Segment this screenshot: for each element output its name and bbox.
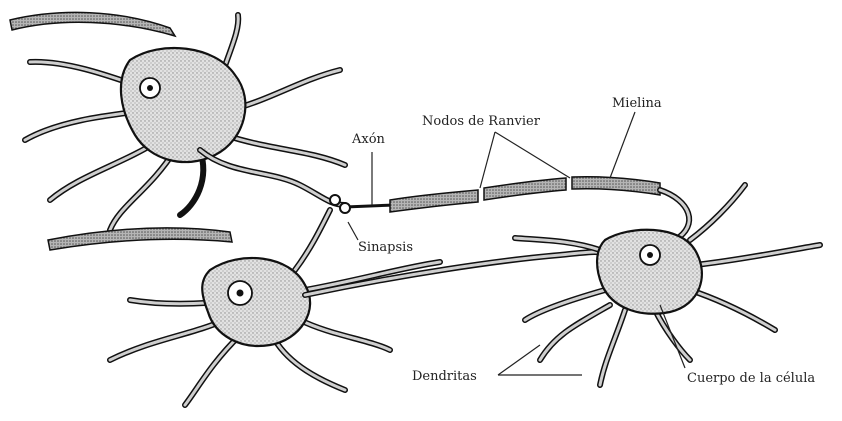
- label-ranvier-nodes: Nodos de Ranvier: [422, 114, 541, 129]
- leader-synapse: [348, 222, 358, 240]
- cell-body-bottom-left: [202, 258, 310, 346]
- cell-body-right: [597, 230, 702, 314]
- leader-ranvier-1: [480, 132, 495, 188]
- cell-body-top-left: [121, 48, 245, 162]
- label-dendrites: Dendritas: [412, 369, 477, 384]
- leader-myelin: [610, 112, 635, 178]
- label-axon: Axón: [351, 132, 386, 147]
- myelin-strip-bottom: [48, 228, 232, 250]
- label-cell-body: Cuerpo de la célula: [687, 371, 815, 386]
- myelin-segment: [390, 190, 478, 212]
- leader-ranvier-2: [495, 132, 570, 178]
- synapse-knob: [330, 195, 340, 205]
- neuron-right: [515, 185, 820, 385]
- label-myelin: Mielina: [612, 96, 662, 111]
- myelin-segment: [572, 177, 660, 195]
- label-synapse: Sinapsis: [358, 240, 413, 255]
- neuron-top-left: [10, 12, 345, 230]
- leader-cell-body: [660, 305, 685, 368]
- leader-dendrites-1: [498, 345, 540, 375]
- myelin-segment: [484, 178, 566, 200]
- myelin-strip-top: [10, 12, 175, 36]
